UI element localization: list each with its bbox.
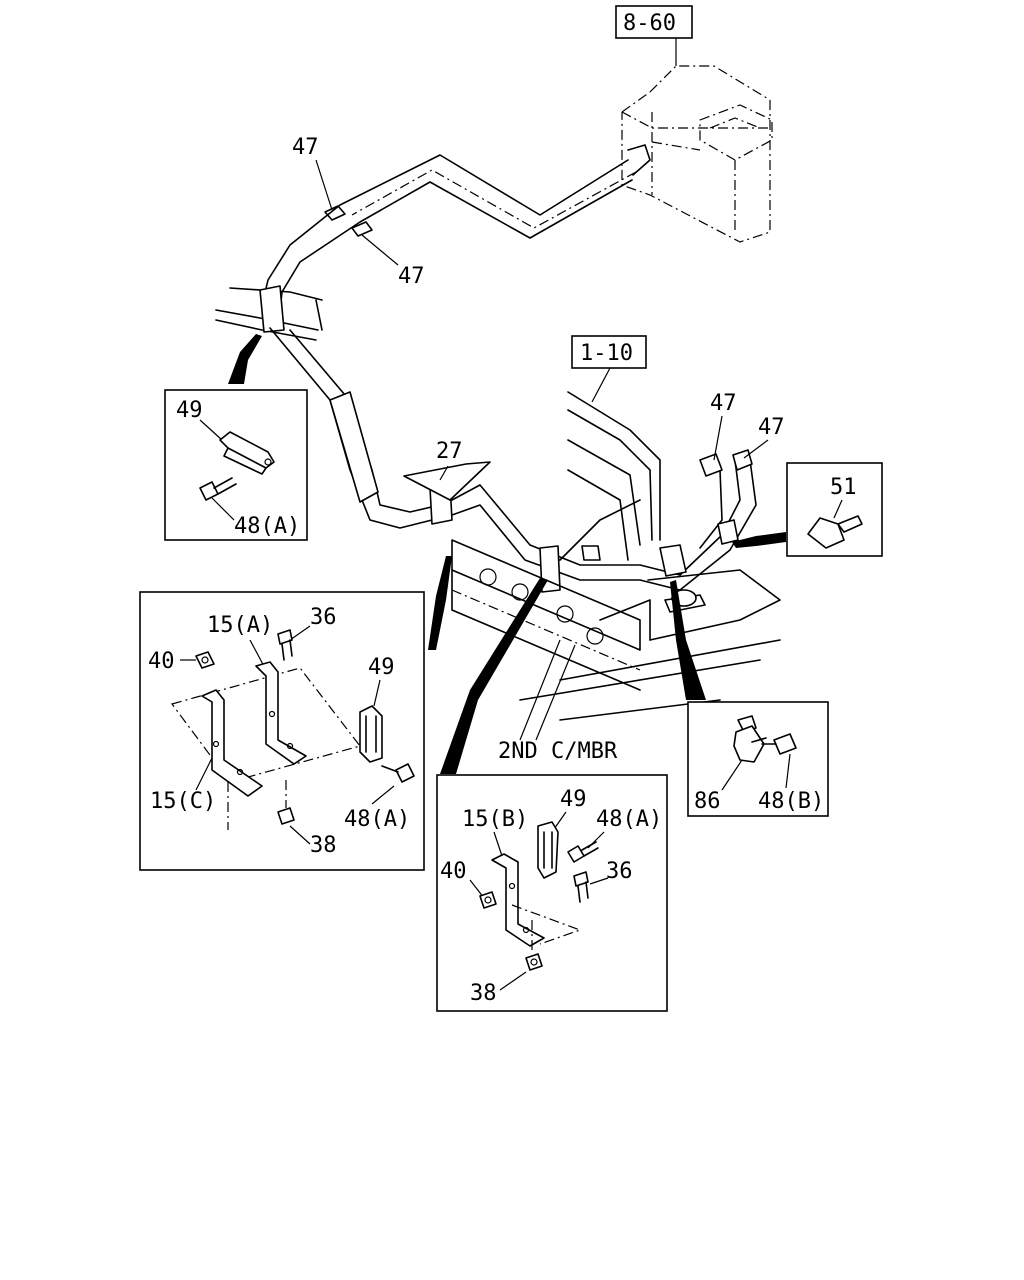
part-label-47-b: 47 xyxy=(398,264,425,289)
pointer-far-right xyxy=(732,532,786,548)
pipe-lower-run xyxy=(269,327,757,593)
detail-fr-label-51: 51 xyxy=(830,475,857,500)
detail-box-left-top xyxy=(164,389,308,541)
bolt-48a-drawing xyxy=(199,477,237,501)
part-51-drawing xyxy=(807,515,863,549)
part-label-47-c: 47 xyxy=(710,391,737,416)
detail-lt-label-48a: 48(A) xyxy=(234,514,300,539)
ref-label-8-60: 8-60 xyxy=(623,11,676,36)
detail-r-parts-drawing xyxy=(733,715,797,763)
frame-member-label: 2ND C/MBR xyxy=(498,739,618,764)
detail-cb-label-15b: 15(B) xyxy=(462,807,528,832)
part-label-47-d: 47 xyxy=(758,415,785,440)
detail-box-right xyxy=(687,701,829,817)
pointer-left-top xyxy=(228,334,262,384)
pointer-left-bottom xyxy=(428,556,452,650)
crossmember-drawing xyxy=(451,539,651,691)
part-label-27: 27 xyxy=(436,439,463,464)
detail-cb-label-38: 38 xyxy=(470,981,497,1006)
pipe-upper-run xyxy=(261,144,651,311)
detail-lb-label-38: 38 xyxy=(310,833,337,858)
detail-lb-label-49: 49 xyxy=(368,655,395,680)
detail-cb-label-49: 49 xyxy=(560,787,587,812)
clip-49-drawing xyxy=(219,431,275,475)
detail-cb-label-36: 36 xyxy=(606,859,633,884)
pointer-right xyxy=(670,580,706,700)
detail-r-label-86: 86 xyxy=(694,789,721,814)
part-label-47-a: 47 xyxy=(292,135,319,160)
ref-box-1-10 xyxy=(571,335,647,369)
component-8-60-drawing xyxy=(621,65,773,243)
ref-label-1-10: 1-10 xyxy=(580,341,633,366)
detail-lb-label-15a: 15(A) xyxy=(207,613,273,638)
detail-cb-parts-drawing xyxy=(479,821,599,971)
detail-r-label-48b: 48(B) xyxy=(758,789,824,814)
detail-lb-label-40: 40 xyxy=(148,649,175,674)
detail-cb-label-40: 40 xyxy=(440,859,467,884)
ref-box-8-60 xyxy=(615,5,693,39)
detail-box-center-bottom xyxy=(436,774,668,1012)
detail-lb-label-36: 36 xyxy=(310,605,337,630)
detail-lb-label-48a: 48(A) xyxy=(344,807,410,832)
detail-cb-label-48a: 48(A) xyxy=(596,807,662,832)
detail-lb-label-15c: 15(C) xyxy=(150,789,216,814)
frame-rail-left xyxy=(215,285,323,341)
detail-lb-parts-drawing xyxy=(170,629,415,830)
pointer-center-bottom xyxy=(440,578,548,774)
detail-lt-label-49: 49 xyxy=(176,398,203,423)
